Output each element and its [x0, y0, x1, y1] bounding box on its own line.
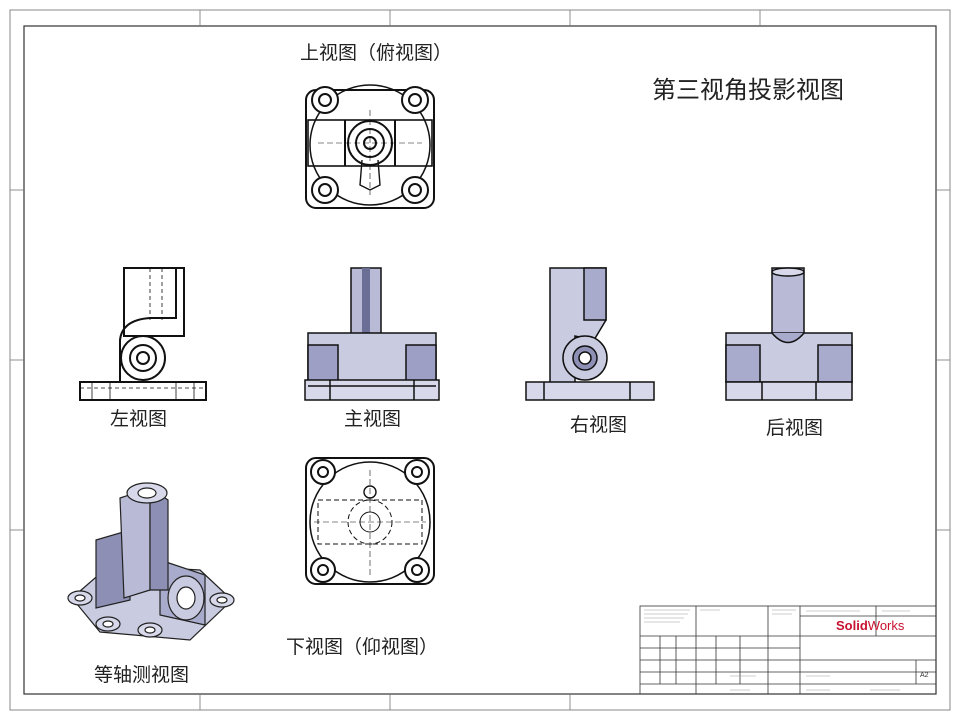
logo-normal-text: Works [867, 618, 905, 633]
right-view-drawing [525, 267, 655, 401]
zone-ticks [10, 10, 950, 710]
left-view-drawing [79, 267, 207, 401]
isometric-view-drawing [67, 482, 235, 641]
title-block-fine-print [644, 609, 910, 691]
isometric-view-label: 等轴测视图 [94, 664, 190, 686]
logo-bold-text: Solid [836, 618, 868, 633]
left-view-label: 左视图 [110, 408, 168, 430]
top-view-drawing [305, 84, 435, 209]
title-block [639, 605, 937, 695]
front-view-drawing [304, 267, 440, 401]
bottom-view-label: 下视图（仰视图） [286, 636, 439, 658]
back-view-drawing [725, 267, 853, 401]
back-view-label: 后视图 [766, 417, 824, 439]
sheet-size: A2 [920, 672, 929, 679]
right-view-label: 右视图 [570, 414, 628, 436]
front-view-label: 主视图 [344, 408, 402, 430]
solidworks-logo: SolidWorks [836, 618, 904, 633]
sheet-title: 第三视角投影视图 [652, 76, 844, 104]
top-view-label: 上视图（俯视图） [300, 42, 453, 64]
bottom-view-drawing [305, 457, 435, 585]
